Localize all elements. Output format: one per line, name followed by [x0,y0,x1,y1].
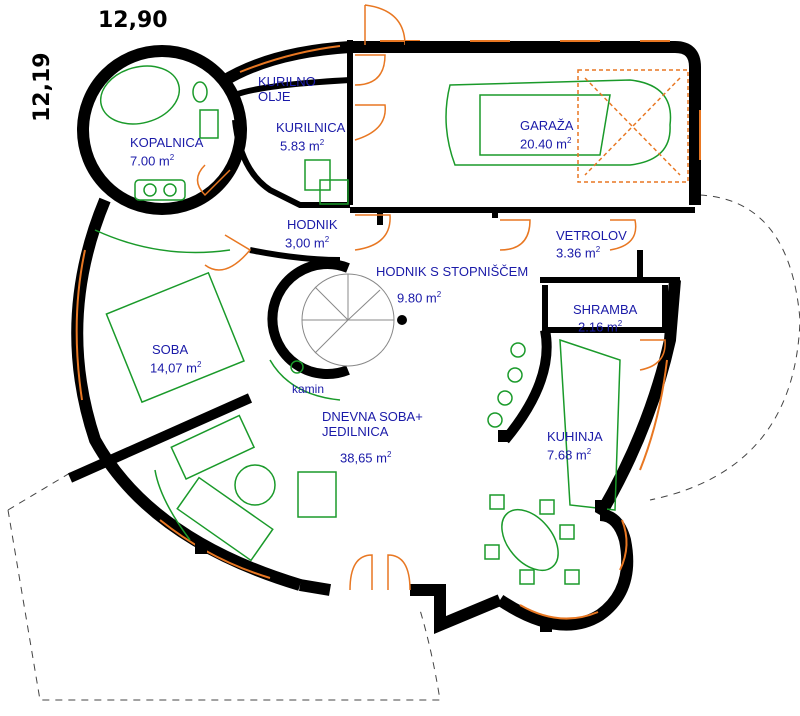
terrace-left [7,469,441,701]
kurilno-olje-name-1: KURILNO [258,74,316,89]
furniture [94,65,689,585]
shramba-name: SHRAMBA [573,302,638,317]
east-wall [594,279,681,519]
soba-area: 14,07 m2 [150,360,202,376]
armchair [297,471,337,518]
hodnik-area: 3,00 m2 [285,235,330,251]
west-curve-wall [71,197,302,591]
kuhinja-name: KUHINJA [547,429,603,444]
vetrolov-name: VETROLOV [556,228,627,243]
kurilnica-area: 5.83 m2 [280,138,325,154]
dnevna-name-1: DNEVNA SOBA+ [322,409,423,424]
garaza-name: GARAŽA [520,118,574,133]
kurilnica-name: KURILNICA [276,120,346,135]
terrace-right [649,194,800,501]
width-dimension: 12,90 [98,8,168,33]
sofa-long [176,476,274,562]
hodnik-name: HODNIK [287,217,338,232]
dnevna-name-2: JEDILNICA [322,424,389,439]
bed [105,271,245,404]
south-wall [299,579,503,634]
vetrolov-area: 3.36 m2 [556,245,601,261]
garage-outline [577,69,689,183]
boiler [304,159,331,191]
kitchen-bay-wall [496,509,634,631]
terrace-outlines [7,194,800,701]
kamin-name: kamin [292,382,325,396]
shramba-area: 2.16 m2 [578,319,623,335]
hodnik-stopniscem-area: 9.80 m2 [397,290,442,306]
door-swings [196,4,666,591]
hodnik-stopniscem-name: HODNIK S STOPNIŠČEM [376,264,529,279]
sofa [170,414,256,480]
windows [75,40,701,620]
kurilno-olje-name-2: OLJE [258,89,291,104]
kopalnica-name: KOPALNICA [130,135,204,150]
coffee-table [234,464,276,506]
depth-dimension: 12,19 [30,52,55,122]
kuhinja-area: 7.68 m2 [547,447,592,463]
soba-name: SOBA [152,342,189,357]
dining-table [501,508,559,572]
garaza-area: 20.40 m2 [520,136,572,152]
dnevna-area: 38,65 m2 [340,450,392,466]
kopalnica-area: 7.00 m2 [130,153,175,169]
bathtub [99,65,181,125]
staircase [267,259,407,379]
diagonal-wall [67,393,253,483]
outer-walls [71,41,701,634]
shower [134,179,186,201]
kitchen-curved-counter [501,329,552,444]
north-wall [350,41,701,205]
car-outline [445,79,672,166]
wall-pillars [195,41,640,632]
bathroom-wall [77,45,247,215]
